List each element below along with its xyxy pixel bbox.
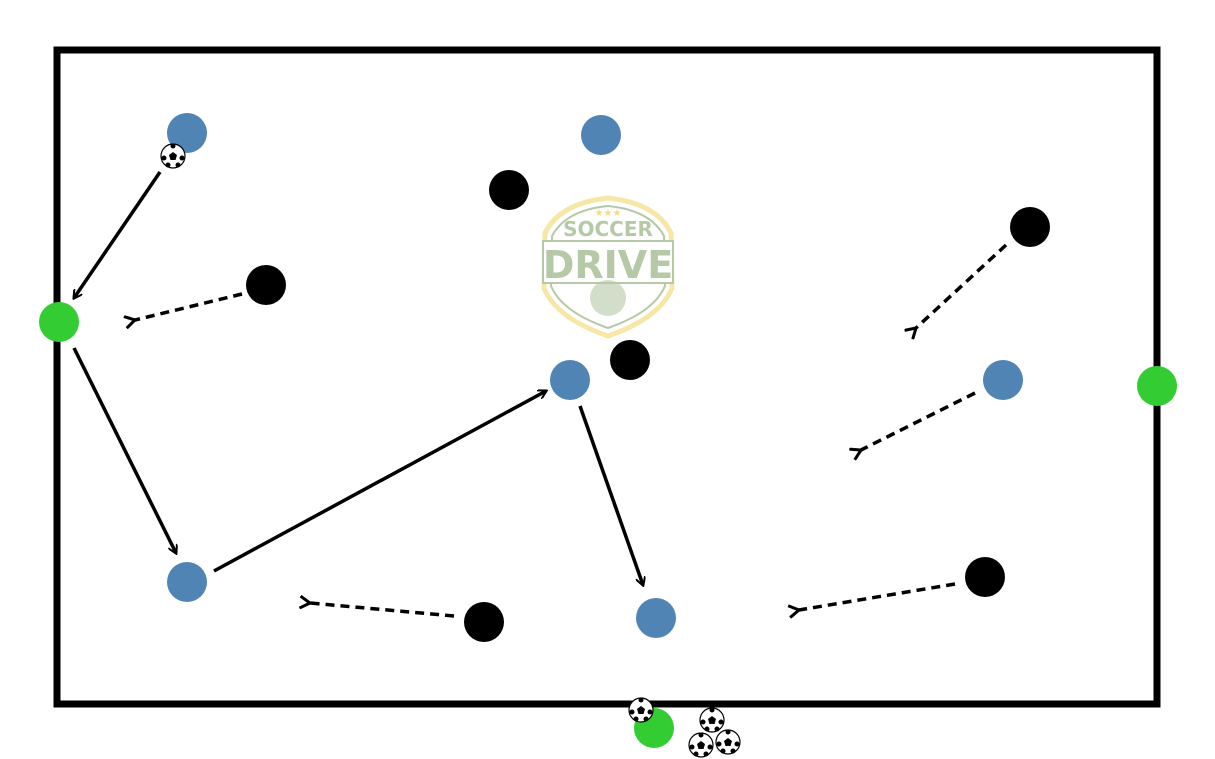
movement-arrows	[135, 243, 1008, 618]
soccer-ball-icon	[715, 728, 741, 755]
soccer-ball-icon	[688, 731, 714, 758]
run-arrow	[861, 391, 976, 450]
blue-player[interactable]	[550, 360, 590, 400]
black-player[interactable]	[1010, 207, 1050, 247]
pitch-boundary	[53, 46, 1161, 708]
pass-arrow	[578, 405, 643, 585]
pass-arrow	[213, 391, 546, 573]
black-player[interactable]	[489, 170, 529, 210]
pass-arrows	[72, 171, 643, 585]
neutral-player[interactable]	[39, 302, 79, 342]
neutral-player[interactable]	[1137, 366, 1177, 406]
logo-stars: ★★★	[595, 208, 622, 219]
soccer-ball-icon	[699, 706, 725, 733]
logo-text-drive: DRIVE	[543, 243, 673, 287]
black-player[interactable]	[246, 265, 286, 305]
logo-watermark: ★★★ SOCCER DRIVE	[541, 195, 675, 339]
blue-player[interactable]	[983, 360, 1023, 400]
blue-player[interactable]	[581, 115, 621, 155]
black-player[interactable]	[464, 602, 504, 642]
soccer-ball-icon	[160, 142, 186, 169]
run-arrow	[310, 603, 455, 618]
soccer-ball-icon	[628, 696, 654, 723]
black-player[interactable]	[610, 340, 650, 380]
black-player[interactable]	[965, 557, 1005, 597]
pass-arrow	[72, 347, 176, 553]
run-arrow	[799, 582, 956, 610]
logo-text-soccer: SOCCER	[563, 217, 653, 241]
run-arrow	[135, 292, 243, 320]
black-players	[246, 170, 1050, 642]
blue-players	[167, 113, 1023, 638]
blue-player[interactable]	[167, 562, 207, 602]
blue-player[interactable]	[167, 113, 207, 153]
pass-arrow	[74, 171, 162, 298]
run-arrow	[916, 243, 1008, 328]
blue-player[interactable]	[636, 598, 676, 638]
